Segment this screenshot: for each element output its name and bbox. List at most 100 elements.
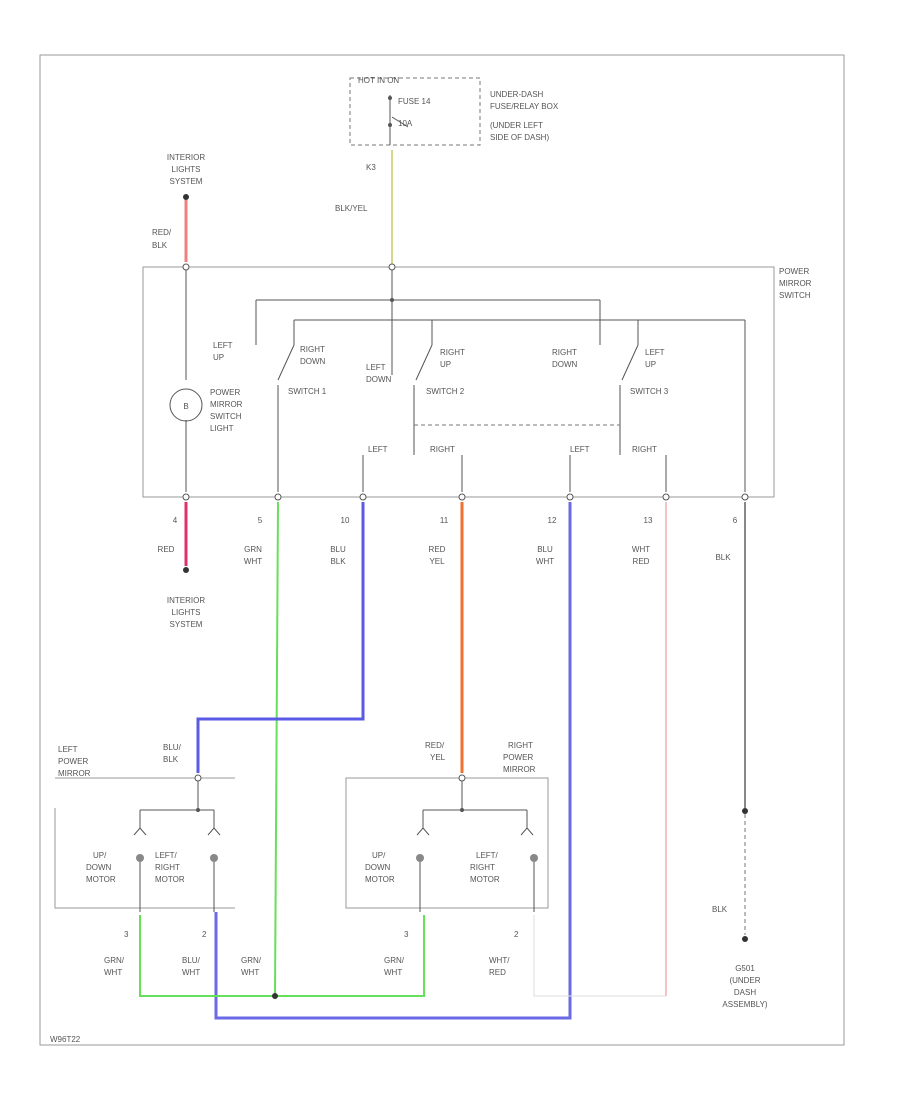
fuse-box-line-1: UNDER-DASH <box>490 90 544 99</box>
pin-11-wire-2: YEL <box>429 557 445 566</box>
right-motor-a-2: DOWN <box>365 863 391 872</box>
switch1-left-2: UP <box>213 353 224 362</box>
interior-top-line-2: LIGHTS <box>172 165 201 174</box>
ground-wire-label: BLK <box>712 905 728 914</box>
interior-bottom-line-1: INTERIOR <box>167 596 205 605</box>
pin-4-number: 4 <box>173 516 178 525</box>
left-motor-a-1: UP/ <box>93 851 107 860</box>
fuse-node-top <box>388 96 392 100</box>
interior-top-line-1: INTERIOR <box>167 153 205 162</box>
right-wire-a-2: WHT <box>384 968 402 977</box>
switch1-left-1: LEFT <box>213 341 233 350</box>
ground-bus <box>293 319 746 492</box>
power-bus-top <box>255 299 601 345</box>
light-label-1: POWER <box>210 388 240 397</box>
switch-title-line-1: POWER <box>779 267 809 276</box>
right-mirror-wire-in-2: YEL <box>430 753 446 762</box>
left-leftright-motor-terminal <box>210 854 218 862</box>
right-motor-a-3: MOTOR <box>365 875 395 884</box>
mid-wire-2: WHT <box>241 968 259 977</box>
light-label-4: LIGHT <box>210 424 234 433</box>
interior-bottom-line-2: LIGHTS <box>172 608 201 617</box>
ground-line-3: DASH <box>734 988 756 997</box>
blu-blk-wire <box>196 502 365 773</box>
right-pin-a: 3 <box>404 930 409 939</box>
fuse-box-line-2: FUSE/RELAY BOX <box>490 102 559 111</box>
ground-icon <box>742 936 748 942</box>
left-mirror-outline <box>54 777 235 909</box>
pin-13-wire-1: WHT <box>632 545 650 554</box>
left-motor-b-3: MOTOR <box>155 875 185 884</box>
selector-left-2: LEFT <box>570 445 590 454</box>
switch3-name: SWITCH 3 <box>630 387 669 396</box>
fuse-box-line-4: SIDE OF DASH) <box>490 133 549 142</box>
selector-right-2: RIGHT <box>632 445 657 454</box>
pin-10-number: 10 <box>341 516 350 525</box>
left-mirror-title-1: LEFT <box>58 745 78 754</box>
grn-wht-wire-pin5 <box>274 501 279 996</box>
pin-6-wire: BLK <box>715 553 731 562</box>
ground-g501: BLK G501 (UNDER DASH ASSEMBLY) <box>712 808 768 1009</box>
switch2-left-2: DOWN <box>366 375 392 384</box>
fuse-block: HOT IN ON FUSE 14 10A UNDER-DASH FUSE/RE… <box>335 76 559 213</box>
left-power-mirror: LEFT POWER MIRROR BLU/ BLK UP/ DOWN MOTO… <box>54 743 235 977</box>
switch1-right-1: RIGHT <box>300 345 325 354</box>
ground-line-1: G501 <box>735 964 755 973</box>
pin-11-wire-1: RED <box>429 545 446 554</box>
left-mirror-title-3: MIRROR <box>58 769 91 778</box>
pin-10-wire-1: BLU <box>330 545 346 554</box>
switch-title-line-3: SWITCH <box>779 291 811 300</box>
left-motor-b-2: RIGHT <box>155 863 180 872</box>
right-mirror-bus <box>422 781 528 828</box>
right-motor-b-2: RIGHT <box>470 863 495 872</box>
grn-wht-splice <box>272 993 278 999</box>
fuse-pin-label: K3 <box>366 163 376 172</box>
light-label-2: MIRROR <box>210 400 243 409</box>
left-mirror-wire-in-2: BLK <box>163 755 179 764</box>
pin-5-wire-2: WHT <box>244 557 262 566</box>
ground-line-2: (UNDER <box>729 976 760 985</box>
switch3-right-2: UP <box>645 360 656 369</box>
selector-outputs <box>362 455 667 492</box>
left-motor-a-3: MOTOR <box>86 875 116 884</box>
pin-top-power <box>388 263 396 271</box>
switch-internal-wiring <box>182 263 746 492</box>
switch3-right-1: LEFT <box>645 348 665 357</box>
right-mirror-connectors <box>416 827 534 836</box>
pin-4-wire: RED <box>158 545 175 554</box>
fuse-amps-label: 10A <box>398 119 413 128</box>
selector-right-1: RIGHT <box>430 445 455 454</box>
diagram-code: W96T22 <box>50 1035 81 1044</box>
switch1-name: SWITCH 1 <box>288 387 327 396</box>
pin-12-wire-2: WHT <box>536 557 554 566</box>
right-motor-b-3: MOTOR <box>470 875 500 884</box>
interior-top-line-3: SYSTEM <box>170 177 203 186</box>
left-motor-b-1: LEFT/ <box>155 851 178 860</box>
left-wire-b-2: WHT <box>182 968 200 977</box>
ground-splice <box>742 808 748 814</box>
grn-wht-return-wire <box>139 915 425 997</box>
switch-title-line-2: MIRROR <box>779 279 812 288</box>
left-wire-b-1: BLU/ <box>182 956 201 965</box>
switch-contacts <box>277 344 639 381</box>
pin-12-number: 12 <box>548 516 557 525</box>
pin-top-left <box>182 263 190 271</box>
pin-12-wire-1: BLU <box>537 545 553 554</box>
left-pin-a: 3 <box>124 930 129 939</box>
pin-6-number: 6 <box>733 516 738 525</box>
blu-wht-wire <box>214 502 572 1020</box>
switch-light-symbol: B <box>183 402 188 411</box>
switch-outputs <box>277 385 621 492</box>
right-wire-b-1: WHT/ <box>489 956 510 965</box>
light-label-3: SWITCH <box>210 412 242 421</box>
interior-bottom-line-3: SYSTEM <box>170 620 203 629</box>
left-motor-a-2: DOWN <box>86 863 112 872</box>
fuse-box-line-3: (UNDER LEFT <box>490 121 543 130</box>
pin-10-wire-2: BLK <box>330 557 346 566</box>
bus-junction <box>390 298 394 302</box>
switch-light-bulb-icon <box>169 388 203 422</box>
switch2-right-1: RIGHT <box>440 348 465 357</box>
pin-13-number: 13 <box>644 516 653 525</box>
right-motor-b-1: LEFT/ <box>476 851 499 860</box>
